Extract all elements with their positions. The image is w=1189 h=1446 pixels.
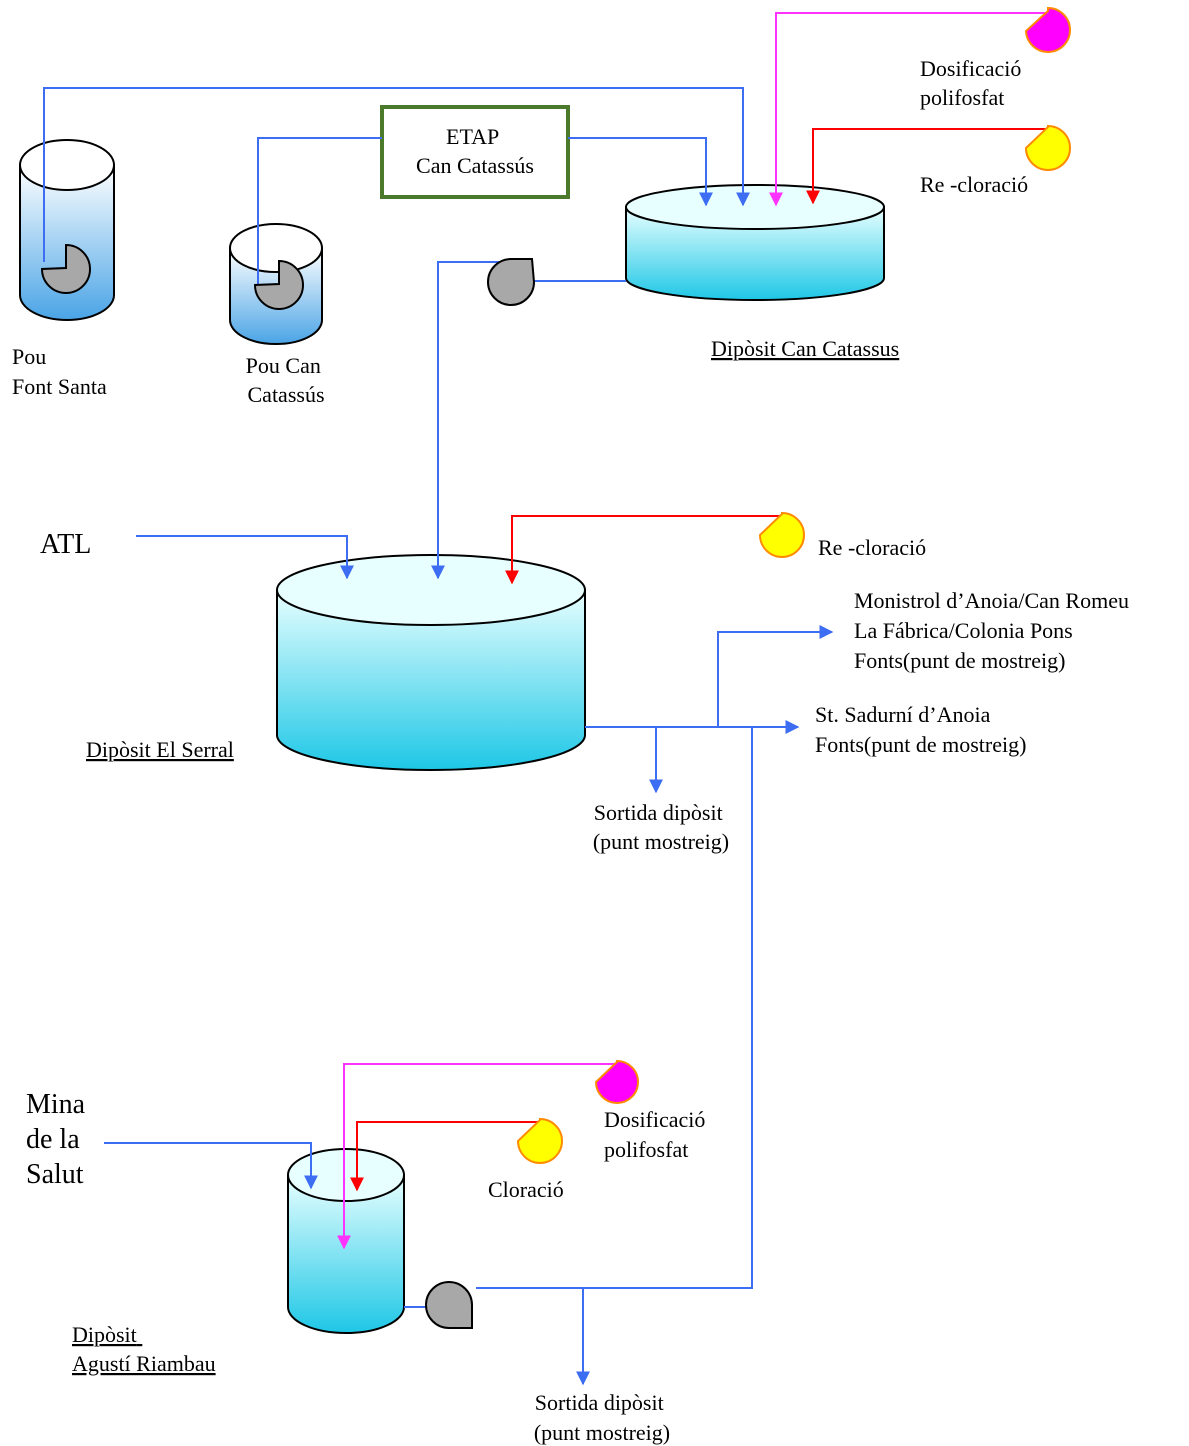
pump-icon [425, 1281, 473, 1329]
pump-icon [487, 258, 536, 306]
label-pou-font-santa: Pou Font Santa [12, 344, 107, 399]
label-cloracio-bottom: Cloració [488, 1177, 564, 1202]
tank-el-serral [276, 554, 586, 771]
label-etap: ETAP Can Catassús [416, 124, 534, 178]
water-pipes [43, 87, 834, 1386]
label-recloracio-mid: Re -cloració [818, 535, 926, 560]
chlorination-pump-icon [758, 511, 805, 558]
label-monistrol: Monistrol d’Anoia/Can Romeu La Fábrica/C… [854, 588, 1134, 673]
chlorination-lines [350, 128, 1048, 1192]
label-sortida-agusti: Sortida dipòsit (punt mostreig) [534, 1390, 670, 1445]
tank-can-catassus [625, 184, 885, 301]
label-pou-can-catassus: Pou Can Catassús [246, 353, 327, 407]
label-diposit-el-serral: Dipòsit El Serral [86, 737, 234, 762]
label-atl: ATL [40, 529, 91, 560]
tank-agusti-riambau [287, 1148, 405, 1334]
pump-icon [253, 259, 304, 310]
pump-icon [40, 243, 91, 294]
label-recloracio-top: Re -cloració [920, 172, 1028, 197]
label-dosificacio-top: Dosificació polifosfat [920, 56, 1027, 110]
chlorination-pump-icon [1024, 124, 1071, 171]
label-st-sadurni: St. Sadurní d’Anoia Fonts(punt de mostre… [815, 702, 1026, 757]
polyphosphate-lines [337, 12, 1048, 1250]
label-sortida-serral: Sortida dipòsit (punt mostreig) [593, 800, 729, 854]
etap-box [380, 105, 570, 199]
polyphosphate-pump-icon [594, 1059, 639, 1104]
chlorination-pump-icon [516, 1117, 563, 1164]
polyphosphate-pump-icon [1024, 6, 1071, 53]
label-mina-salut: Mina de la Salut [26, 1089, 92, 1190]
label-diposit-agusti: Dipòsit Agustí Riambau [72, 1322, 216, 1376]
label-dosificacio-bottom: Dosificació polifosfat [604, 1107, 711, 1162]
label-diposit-can-catassus: Dipòsit Can Catassus [711, 336, 899, 361]
